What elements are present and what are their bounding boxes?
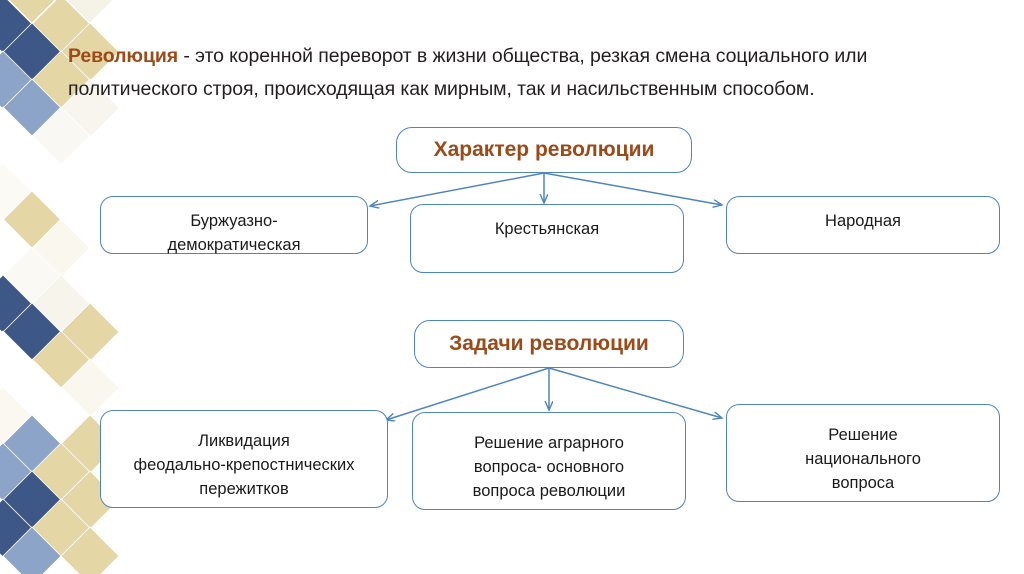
leaf-box-character-3-label: Народная [825,212,901,230]
header-box-character[interactable]: Характер революции [396,127,692,173]
lead-paragraph: Революция - это коренной переворот в жиз… [68,40,998,106]
header-box-character-label: Характер революции [433,138,655,161]
leaf-box-tasks-2[interactable]: Решение аграрного вопроса- основного воп… [412,412,686,510]
leaf-box-character-2-label: Крестьянская [494,220,600,238]
leaf-box-tasks-3[interactable]: Решение национального вопроса [726,404,1000,502]
leaf-box-tasks-2-label: Решение аграрного вопроса- основного воп… [472,434,626,500]
lead-keyword: Революция [68,44,179,67]
header-box-tasks-label: Задачи революции [449,332,649,355]
header-box-tasks[interactable]: Задачи революции [414,320,684,368]
leaf-box-character-1[interactable]: Буржуазно- демократическая [100,196,368,254]
leaf-box-character-2[interactable]: Крестьянская [410,204,684,273]
leaf-box-tasks-1-label: Ликвидация феодально-крепостнических пер… [133,432,355,498]
lead-rest: - это коренной переворот в жизни обществ… [68,44,868,100]
leaf-box-character-3[interactable]: Народная [726,196,1000,254]
leaf-box-tasks-1[interactable]: Ликвидация феодально-крепостнических пер… [100,410,388,508]
leaf-box-tasks-3-label: Решение национального вопроса [805,426,921,492]
leaf-box-character-1-label: Буржуазно- демократическая [167,212,301,254]
